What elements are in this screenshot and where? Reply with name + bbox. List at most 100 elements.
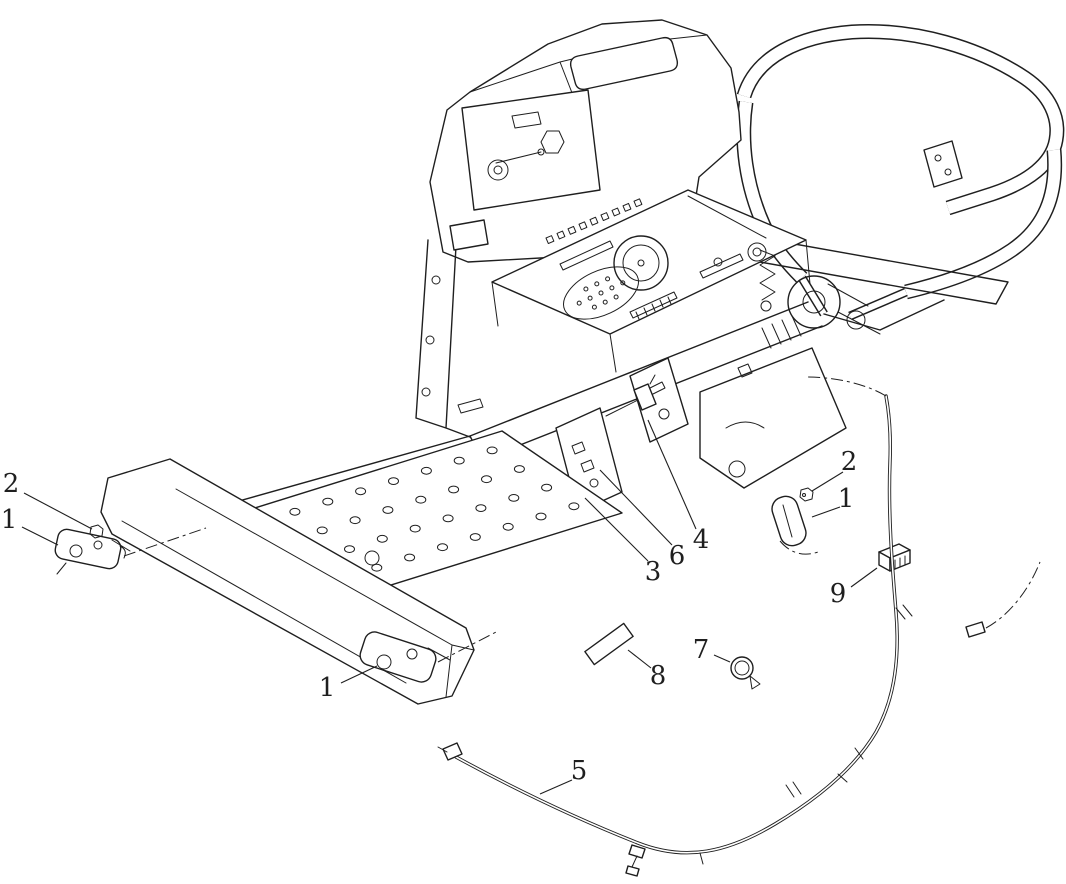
harness-connector bbox=[628, 844, 646, 859]
ignition-switch bbox=[511, 111, 542, 129]
leader-line-3 bbox=[584, 497, 649, 562]
floor-hole bbox=[322, 497, 334, 506]
console-top-opening bbox=[569, 36, 679, 91]
harness-connector bbox=[442, 742, 463, 761]
seat-plate bbox=[491, 189, 811, 373]
callout-4: 4 bbox=[692, 525, 710, 555]
idler-pulley bbox=[787, 275, 841, 329]
floor-hole bbox=[289, 507, 301, 516]
vent-slot bbox=[578, 221, 588, 231]
dash-panel bbox=[461, 89, 601, 211]
vent-hole bbox=[591, 304, 597, 310]
floor-hole bbox=[502, 522, 514, 531]
floor-hole bbox=[371, 563, 383, 572]
vent-hole bbox=[613, 294, 619, 300]
harness-connector bbox=[965, 621, 986, 638]
vent-slot bbox=[633, 198, 643, 208]
vent-hole bbox=[576, 300, 582, 306]
harness-clips bbox=[699, 604, 913, 865]
vent-hole bbox=[620, 280, 626, 286]
seat-plate-vent-slots bbox=[545, 198, 643, 245]
perforated-vent-oval bbox=[563, 266, 639, 320]
callout-1: 1 bbox=[318, 673, 336, 703]
right-side-plate bbox=[699, 315, 847, 555]
callout-2: 2 bbox=[840, 447, 858, 477]
floor-hole bbox=[513, 465, 525, 473]
leader-line-8 bbox=[627, 649, 652, 669]
vent-slot bbox=[600, 212, 610, 222]
seat-spring bbox=[759, 249, 776, 301]
callout-9: 9 bbox=[829, 579, 847, 609]
leader-line-2 bbox=[23, 492, 93, 530]
floor-hole bbox=[404, 553, 416, 562]
vent-slot bbox=[545, 235, 555, 245]
harness-connector bbox=[625, 865, 640, 877]
vent-slot bbox=[622, 202, 632, 212]
connector-block bbox=[737, 363, 753, 378]
leader-line-7 bbox=[713, 654, 731, 663]
callout-1: 1 bbox=[0, 505, 18, 535]
vent-slot bbox=[611, 207, 621, 217]
callout-3: 3 bbox=[644, 557, 662, 587]
vent-hole bbox=[609, 285, 615, 291]
roll-bar-mount-plate bbox=[923, 140, 963, 188]
vent-hole bbox=[602, 299, 608, 305]
floor-hole bbox=[541, 483, 553, 492]
vent-hole bbox=[605, 276, 611, 282]
leader-line-1 bbox=[340, 665, 378, 684]
front-latch-assembly bbox=[359, 630, 499, 683]
vent-slot bbox=[567, 225, 577, 235]
fuse-block bbox=[878, 543, 911, 572]
latch-bolt bbox=[89, 524, 104, 539]
floor-hole bbox=[486, 446, 498, 455]
callout-leader-lines bbox=[21, 419, 878, 795]
floor-hole bbox=[420, 466, 432, 475]
callout-5: 5 bbox=[570, 756, 588, 786]
floor-hole bbox=[316, 526, 328, 535]
floor-hole bbox=[568, 502, 580, 511]
leader-line-1 bbox=[21, 526, 59, 546]
cable-loop-clamp bbox=[730, 656, 761, 690]
vent-slot bbox=[589, 216, 599, 226]
latch-lever bbox=[771, 495, 807, 547]
callout-2: 2 bbox=[2, 469, 20, 499]
callout-8: 8 bbox=[649, 661, 667, 691]
floor-hole bbox=[388, 477, 399, 486]
vent-hole bbox=[583, 286, 589, 292]
leader-line-4 bbox=[647, 419, 697, 530]
leader-line-5 bbox=[539, 779, 573, 795]
floor-hole bbox=[448, 485, 460, 494]
seat-plate-slots bbox=[559, 240, 744, 319]
floor-hole bbox=[415, 495, 427, 504]
roll-bar bbox=[736, 24, 1065, 321]
callout-6: 6 bbox=[668, 541, 686, 571]
floor-hole bbox=[437, 543, 448, 552]
leader-line-1 bbox=[811, 506, 841, 518]
callout-1: 1 bbox=[837, 484, 855, 514]
throttle-knob bbox=[487, 159, 509, 181]
vent-hole bbox=[594, 281, 600, 287]
floor-hole bbox=[349, 516, 361, 525]
floor-hole bbox=[453, 456, 465, 465]
safety-switch bbox=[633, 383, 657, 411]
leader-line-2 bbox=[811, 471, 844, 492]
vent-oval-holes bbox=[576, 276, 626, 310]
floor-hole bbox=[481, 475, 492, 484]
floor-hole bbox=[508, 494, 520, 502]
floor-hole bbox=[409, 524, 421, 533]
callout-7: 7 bbox=[692, 635, 710, 665]
vent-hole bbox=[587, 295, 593, 301]
vent-slot bbox=[556, 230, 566, 240]
floor-hole bbox=[535, 512, 547, 521]
console-support-bracket bbox=[415, 239, 471, 438]
left-latch-assembly bbox=[54, 524, 207, 575]
floor-hole bbox=[475, 504, 487, 513]
leader-line-9 bbox=[850, 567, 878, 588]
decal-plate bbox=[584, 622, 634, 666]
vent-hole bbox=[598, 290, 604, 296]
floor-drain-hole bbox=[364, 550, 380, 566]
floor-hole bbox=[376, 534, 388, 543]
floor-hole bbox=[344, 545, 355, 553]
